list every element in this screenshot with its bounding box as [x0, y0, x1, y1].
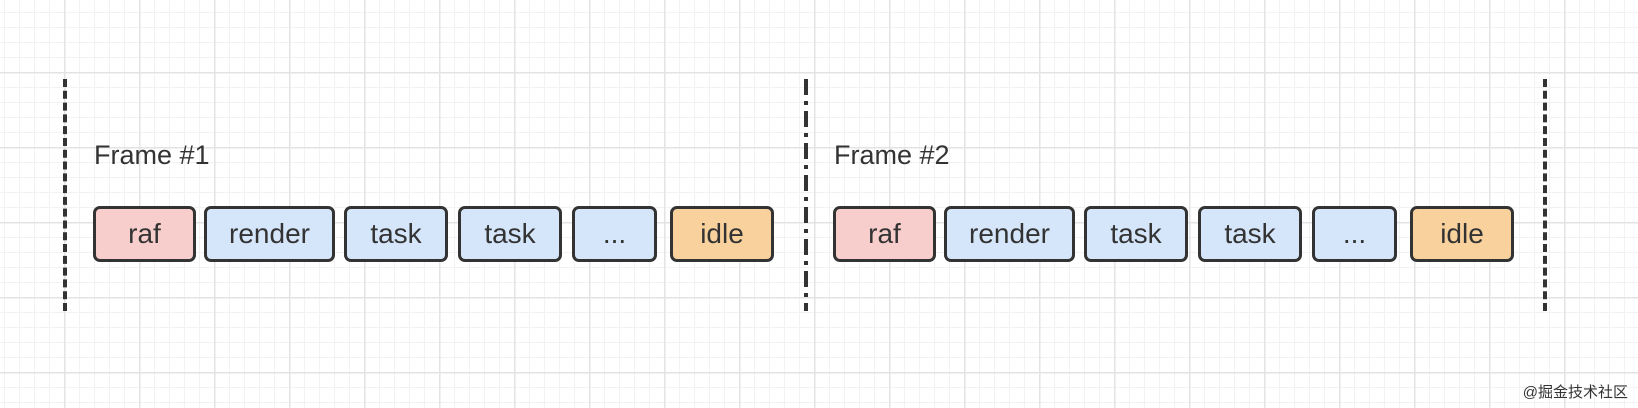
block-task: task [1198, 206, 1302, 262]
block-task: task [344, 206, 448, 262]
frame-label: Frame #2 [834, 140, 950, 170]
block-raf: raf [93, 206, 196, 262]
frame-boundary-middle [804, 79, 808, 311]
block-task: task [1084, 206, 1188, 262]
block-render: render [944, 206, 1075, 262]
block-ellipsis: ... [1312, 206, 1397, 262]
block-idle: idle [1410, 206, 1514, 262]
frame-label: Frame #1 [94, 140, 210, 170]
block-render: render [204, 206, 335, 262]
watermark: @掘金技术社区 [1522, 384, 1628, 401]
frame-boundary-left [63, 79, 67, 311]
frame-boundary-right [1543, 79, 1547, 311]
block-ellipsis: ... [572, 206, 657, 262]
block-raf: raf [833, 206, 936, 262]
block-task: task [458, 206, 562, 262]
block-idle: idle [670, 206, 774, 262]
